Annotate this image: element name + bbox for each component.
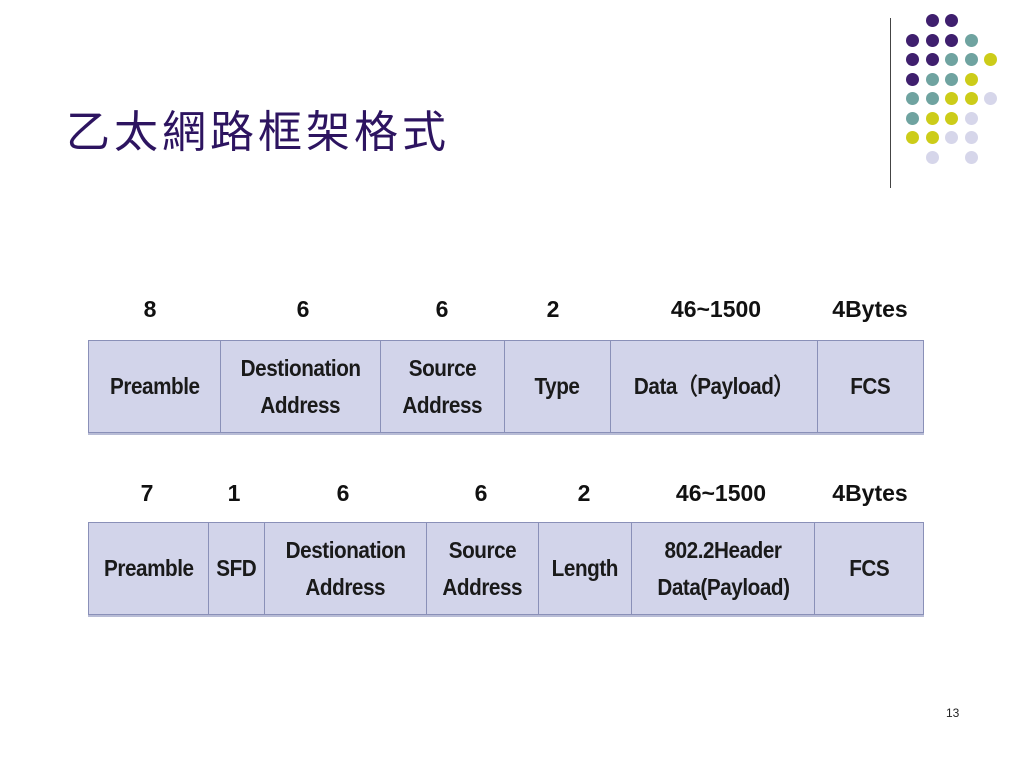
decorative-dot: [964, 92, 978, 105]
decorative-dot: [925, 111, 939, 125]
frame1-field-fcs: FCS: [818, 341, 923, 432]
decorative-dot: [925, 33, 939, 47]
decorative-dot: [964, 111, 978, 125]
field-size-label: 6: [474, 480, 488, 506]
decorative-dot: [945, 131, 958, 144]
decorative-dot: [925, 53, 939, 66]
field-label: Address: [402, 391, 483, 418]
decorative-dot: [945, 14, 958, 27]
decorative-dot: [964, 131, 978, 144]
field-label: 802.2Header: [664, 536, 782, 563]
decorative-dot: [925, 14, 939, 27]
field-label: Address: [260, 391, 341, 418]
decorative-dot: [925, 131, 939, 144]
frame1-field-type: Type: [505, 341, 611, 432]
decorative-dot: [925, 92, 939, 105]
field-size-label: 6: [435, 296, 449, 322]
decorative-dot: [945, 33, 958, 47]
field-size-label: 4Bytes: [832, 480, 908, 506]
decorative-dot: [925, 150, 939, 164]
decorative-dot: [984, 53, 997, 66]
field-label: Source: [448, 536, 517, 563]
field-size-label: 7: [140, 480, 154, 506]
field-label: Source: [408, 354, 477, 381]
field-label: Preamble: [103, 555, 194, 582]
field-label: Address: [442, 573, 523, 600]
decorative-dot: [964, 53, 978, 66]
decorative-dot: [945, 111, 958, 125]
field-label: Destionation: [240, 354, 361, 381]
field-size-label: 46~1500: [675, 480, 767, 506]
frame1-field-data-payload: Data（Payload）: [611, 341, 819, 432]
field-size-label: 4Bytes: [832, 296, 908, 322]
field-label: FCS: [849, 555, 890, 582]
field-label: Preamble: [109, 373, 200, 400]
field-label: Length: [551, 555, 619, 582]
field-label: Destionation: [285, 536, 406, 563]
field-size-label: 6: [296, 296, 310, 322]
frame2-size-row: 7 1 6 6 2 46~1500 4Bytes: [0, 480, 1024, 514]
decorative-dot: [964, 33, 978, 47]
field-label: Address: [305, 573, 386, 600]
decorative-dot: [945, 53, 958, 66]
decorative-dot: [906, 131, 919, 144]
field-label: Type: [534, 373, 580, 400]
field-label: Data（Payload）: [634, 373, 794, 400]
field-size-label: 2: [546, 296, 560, 322]
field-size-label: 46~1500: [670, 296, 762, 322]
field-size-label: 2: [577, 480, 591, 506]
decorative-dot: [964, 150, 978, 164]
decorative-dot: [945, 72, 958, 86]
frame1-field-preamble: Preamble: [89, 341, 221, 432]
decorative-dot: [925, 72, 939, 86]
decorative-dot: [984, 92, 997, 105]
decorative-dot: [906, 53, 919, 66]
decorative-dot-grid: [906, 14, 1016, 174]
decorative-dot: [906, 111, 919, 125]
page-number: 13: [946, 706, 960, 720]
field-label: FCS: [850, 373, 891, 400]
decorative-dot: [964, 72, 978, 86]
decorative-dot: [906, 92, 919, 105]
frame2-field-sfd: SFD: [209, 523, 265, 614]
field-size-label: 1: [227, 480, 241, 506]
frame2-field-fcs: FCS: [815, 523, 923, 614]
slide-title: 乙太網路框架格式: [66, 107, 450, 158]
field-size-label: 6: [336, 480, 350, 506]
frame1-size-row: 8 6 6 2 46~1500 4Bytes: [0, 296, 1024, 330]
decorative-dot: [945, 92, 958, 105]
decorative-dot: [906, 33, 919, 47]
field-size-label: 8: [143, 296, 157, 322]
field-label: SFD: [216, 555, 257, 582]
decorative-dot: [906, 72, 919, 86]
frame2-field-length: Length: [539, 523, 632, 614]
frame2-field-preamble: Preamble: [89, 523, 209, 614]
title-divider: [890, 18, 891, 188]
field-label: Data(Payload): [656, 573, 790, 600]
